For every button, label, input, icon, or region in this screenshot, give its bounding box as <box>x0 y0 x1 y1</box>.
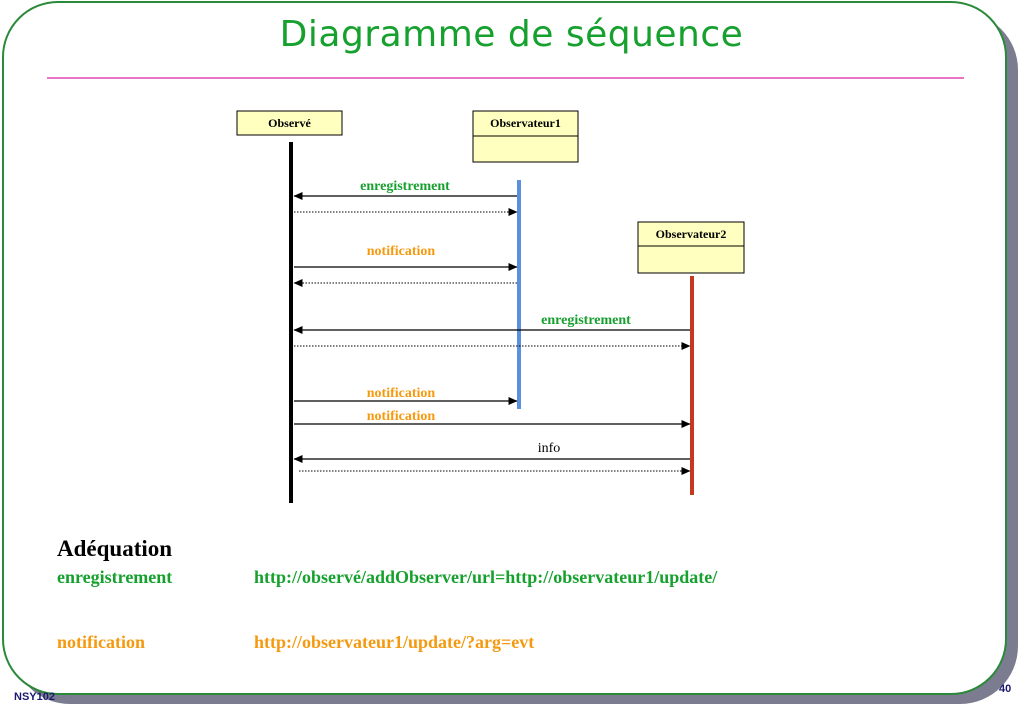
object-observateur1-label: Observateur1 <box>490 116 561 130</box>
message-label-enregistrement-1: enregistrement <box>360 179 450 194</box>
message-label-info: info <box>538 441 561 456</box>
adequation-row-label: enregistrement <box>57 567 173 587</box>
message-label-enregistrement-2: enregistrement <box>541 313 631 328</box>
message-label-notification-3: notification <box>367 409 436 424</box>
object-observateur1: Observateur1 <box>472 110 579 163</box>
message-label-notification-2: notification <box>367 386 436 401</box>
adequation-row-value: http://observé/addObserver/url=http://ob… <box>254 567 718 587</box>
footer-course-code: NSY102 <box>14 691 55 703</box>
slide-title: Diagramme de séquence <box>279 14 744 55</box>
adequation-row-label: notification <box>57 632 145 652</box>
adequation-row-value: http://observateur1/update/?arg=evt <box>254 632 535 652</box>
object-observateur2: Observateur2 <box>637 221 745 274</box>
message-label-notification-1: notification <box>367 244 436 259</box>
object-observe: Observé <box>236 110 343 136</box>
adequation-title: Adéquation <box>57 536 173 561</box>
title-divider <box>47 77 964 79</box>
object-observe-label: Observé <box>268 116 311 130</box>
object-observateur2-label: Observateur2 <box>656 227 727 241</box>
page-number: 40 <box>999 683 1012 695</box>
